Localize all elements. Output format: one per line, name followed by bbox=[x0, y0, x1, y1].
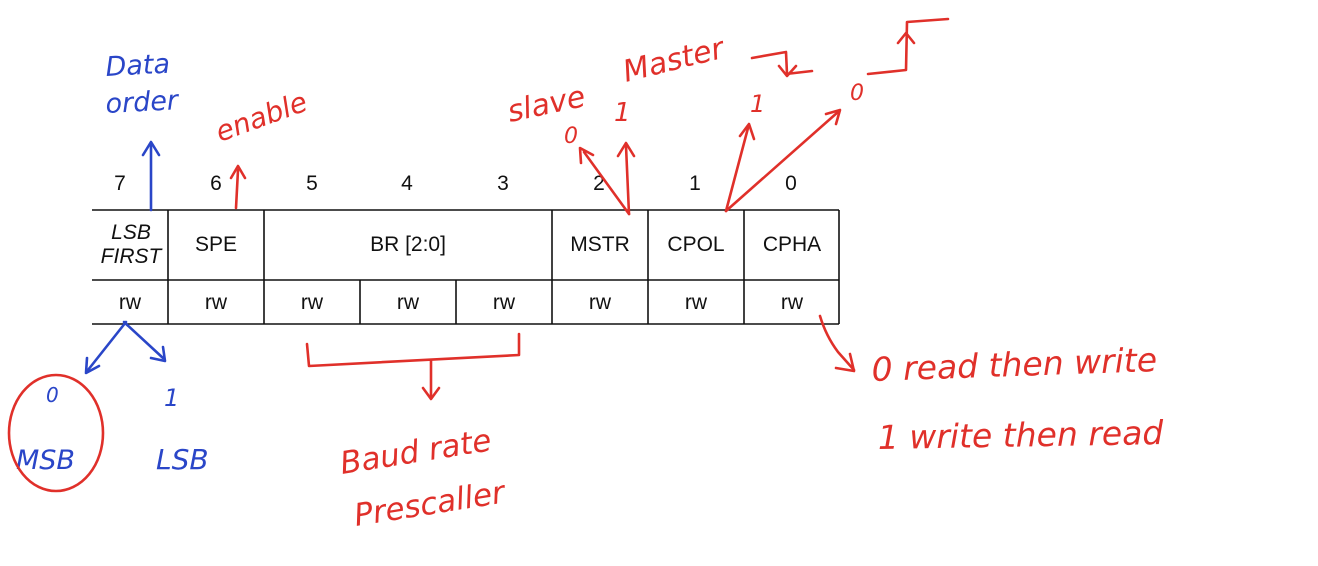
enable-arrow bbox=[229, 164, 247, 210]
bit-number-1: 1 bbox=[689, 172, 701, 195]
access-bit-1: rw bbox=[684, 290, 708, 314]
field-lsbfirst: LSB FIRST bbox=[100, 220, 162, 268]
access-bit-3: rw bbox=[492, 290, 516, 314]
bit-number-0: 0 bbox=[785, 172, 797, 195]
field-cpol: CPOL bbox=[667, 232, 725, 256]
cpha-zero-note: 0 read then write bbox=[871, 340, 1158, 389]
master-label: Master bbox=[619, 31, 728, 90]
lsb-label: LSB bbox=[156, 443, 209, 476]
bit-number-5: 5 bbox=[306, 172, 318, 195]
bit-number-2: 2 bbox=[593, 172, 605, 195]
bit-number-4: 4 bbox=[401, 172, 413, 195]
register-grid bbox=[92, 209, 840, 325]
cpha-arrow bbox=[818, 314, 856, 373]
cpol-zero-label: 0 bbox=[850, 81, 864, 106]
lsbfirst-branch-arrows bbox=[84, 320, 167, 375]
slave-label: slave bbox=[504, 79, 588, 130]
access-bit-7: rw bbox=[118, 290, 142, 314]
enable-label: enable bbox=[211, 85, 311, 148]
bit-number-6: 6 bbox=[210, 172, 222, 195]
baud-rate-label-line2: Prescaller bbox=[352, 474, 510, 534]
msb-value-label: 0 bbox=[46, 383, 59, 407]
cpha-one-note: 1 write then read bbox=[877, 413, 1164, 457]
cpol-arrows bbox=[724, 108, 842, 213]
access-bit-5: rw bbox=[300, 290, 324, 314]
lsb-value-label: 1 bbox=[164, 384, 179, 412]
field-spe: SPE bbox=[194, 232, 238, 256]
bit-number-3: 3 bbox=[497, 172, 509, 195]
access-bit-2: rw bbox=[588, 290, 612, 314]
mstr-one-label: 1 bbox=[614, 98, 631, 128]
field-cpha: CPHA bbox=[762, 232, 822, 256]
register-table: LSB FIRST SPE BR [2:0] MSTR CPOL CPHA rw… bbox=[92, 209, 840, 325]
field-mstr: MSTR bbox=[570, 232, 630, 256]
falling-edge-icon bbox=[750, 50, 814, 78]
msb-label: MSB bbox=[16, 445, 75, 476]
data-order-arrow bbox=[141, 140, 161, 212]
bit-number-7: 7 bbox=[114, 172, 126, 195]
mstr-zero-label: 0 bbox=[564, 124, 578, 149]
data-order-label-line2: order bbox=[105, 85, 181, 120]
data-order-label-line1: Data bbox=[105, 49, 171, 83]
access-bit-6: rw bbox=[204, 290, 228, 314]
cpol-one-label: 1 bbox=[750, 90, 765, 118]
baud-rate-bracket bbox=[305, 332, 521, 401]
msb-highlight-circle bbox=[7, 373, 105, 493]
rising-edge-icon bbox=[866, 17, 950, 76]
baud-rate-label-line1: Baud rate bbox=[338, 423, 494, 482]
mstr-arrows bbox=[578, 141, 636, 216]
field-br: BR [2:0] bbox=[370, 232, 446, 256]
access-bit-0: rw bbox=[780, 290, 804, 314]
access-bit-4: rw bbox=[396, 290, 420, 314]
